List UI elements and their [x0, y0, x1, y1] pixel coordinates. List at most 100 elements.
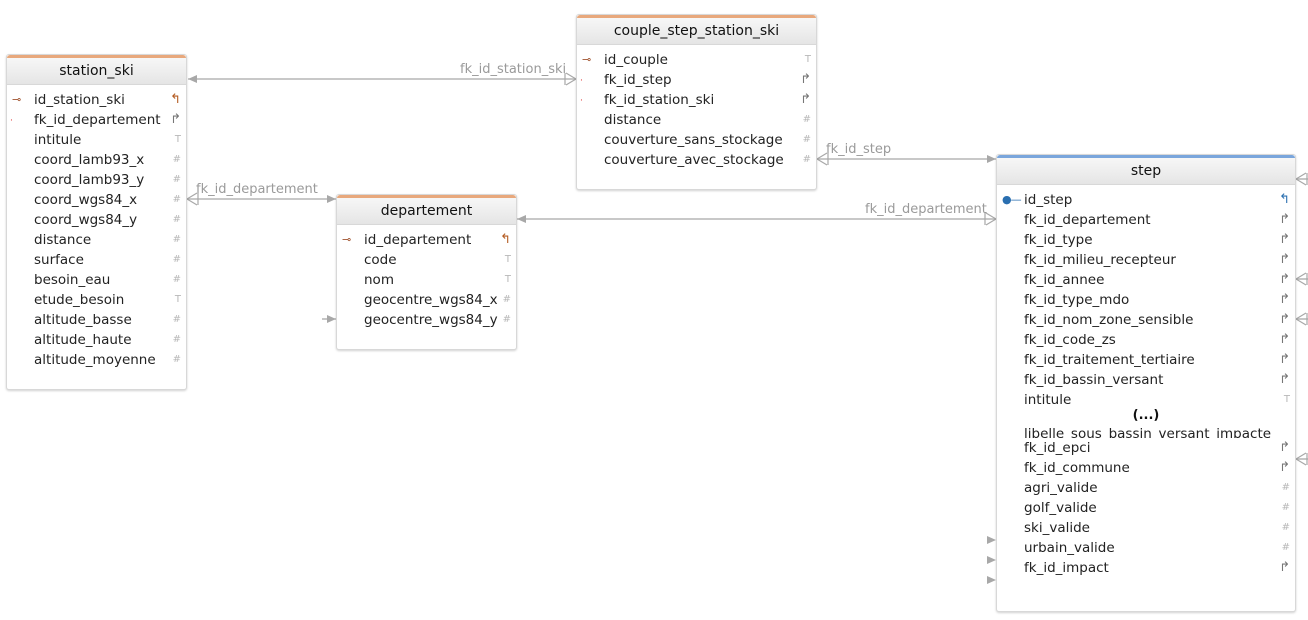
field-row[interactable]: coord_lamb93_x#	[7, 150, 186, 170]
field-list: ⊸id_station_ski↰·fk_id_departement↱intit…	[7, 90, 186, 370]
field-row[interactable]: altitude_moyenne#	[7, 350, 186, 370]
field-row[interactable]: altitude_basse #	[7, 310, 186, 330]
text-type-icon: T	[804, 54, 811, 65]
truncated-fields-indicator[interactable]: (...)	[997, 403, 1295, 433]
foreign-key-arrow-icon: ↱	[1279, 372, 1290, 387]
field-row[interactable]: distance#	[7, 230, 186, 250]
field-name: ski_valide	[1024, 520, 1090, 536]
foreign-key-arrow-icon: ↱	[1279, 560, 1290, 575]
field-row[interactable]: ski_valide #	[997, 518, 1295, 538]
foreign-key-arrow-icon: ↱	[170, 112, 181, 127]
number-type-icon: #	[802, 154, 811, 165]
field-row[interactable]: fk_id_nom_zone_sensible↱	[997, 310, 1295, 330]
field-name: geocentre_wgs84_x	[364, 292, 498, 308]
foreign-key-arrow-icon: ↱	[800, 92, 811, 107]
field-row[interactable]: ·fk_id_station_ski↱	[577, 90, 816, 110]
text-type-icon: T	[1283, 394, 1290, 405]
field-row[interactable]: fk_id_epci↱	[997, 438, 1295, 458]
field-row[interactable]: ⊸id_departement↰	[337, 230, 516, 250]
number-type-icon: #	[1281, 522, 1290, 533]
entity-step[interactable]: step(...)●—id_step↰fk_id_departement↱fk_…	[996, 154, 1296, 612]
field-row[interactable]: distance#	[577, 110, 816, 130]
relation-label[interactable]: fk_id_station_ski	[460, 62, 566, 77]
field-row[interactable]: fk_id_bassin_versant ↱	[997, 370, 1295, 390]
not-null-marker-icon: ·	[580, 76, 583, 86]
relation-crowfoot-icon	[1295, 452, 1308, 466]
field-row[interactable]: couverture_avec_stockage #	[577, 150, 816, 170]
field-name: altitude_basse	[34, 312, 132, 328]
field-name: fk_id_traitement_tertiaire	[1024, 352, 1195, 368]
relation-arrow-icon	[987, 155, 996, 163]
field-row[interactable]: altitude_haute#	[7, 330, 186, 350]
field-row[interactable]: fk_id_type↱	[997, 230, 1295, 250]
number-type-icon: #	[172, 354, 181, 365]
entity-title[interactable]: station_ski	[7, 58, 186, 85]
field-row[interactable]: fk_id_commune↱	[997, 458, 1295, 478]
field-name: fk_id_bassin_versant	[1024, 372, 1164, 388]
field-row[interactable]: intitule T	[997, 390, 1295, 410]
field-row[interactable]: ·fk_id_departement↱	[7, 110, 186, 130]
field-row[interactable]: urbain_valide#	[997, 538, 1295, 558]
entity-title[interactable]: step	[997, 158, 1295, 185]
field-name: etude_besoin	[34, 292, 125, 308]
number-type-icon: #	[172, 194, 181, 205]
relation-label[interactable]: fk_id_departement	[196, 182, 318, 197]
relation-arrow-icon	[327, 195, 336, 203]
field-name: intitule	[1024, 392, 1072, 408]
field-row[interactable]: coord_wgs84_x#	[7, 190, 186, 210]
field-row[interactable]: golf_valide#	[997, 498, 1295, 518]
field-row[interactable]: ●—id_step↰	[997, 190, 1295, 210]
field-row[interactable]: fk_id_departement↱	[997, 210, 1295, 230]
number-type-icon: #	[172, 254, 181, 265]
foreign-key-arrow-icon: ↱	[1279, 312, 1290, 327]
field-row[interactable]: fk_id_code_zs↱	[997, 330, 1295, 350]
number-type-icon: #	[1281, 542, 1290, 553]
field-name: fk_id_milieu_recepteur	[1024, 252, 1176, 268]
field-row[interactable]: coord_lamb93_y#	[7, 170, 186, 190]
number-type-icon: #	[172, 314, 181, 325]
entity-title[interactable]: departement	[337, 198, 516, 225]
field-name: couverture_avec_stockage	[604, 152, 784, 168]
relation-crowfoot-icon	[1295, 172, 1308, 186]
field-row[interactable]: geocentre_wgs84_x #	[337, 290, 516, 310]
field-list: ●—id_step↰fk_id_departement↱fk_id_type↱f…	[997, 190, 1295, 578]
field-row[interactable]: agri_valide#	[997, 478, 1295, 498]
field-row[interactable]: fk_id_annee↱	[997, 270, 1295, 290]
number-type-icon: #	[172, 274, 181, 285]
field-row[interactable]: geocentre_wgs84_y#	[337, 310, 516, 330]
field-row[interactable]: ·fk_id_step↱	[577, 70, 816, 90]
not-null-marker-icon: ·	[580, 96, 583, 106]
number-type-icon: #	[502, 294, 511, 305]
relation-label[interactable]: fk_id_step	[826, 142, 891, 157]
field-row[interactable]: fk_id_type_mdo↱	[997, 290, 1295, 310]
field-row[interactable]: ⊸id_station_ski↰	[7, 90, 186, 110]
field-name: id_step	[1024, 192, 1073, 208]
field-row[interactable]: coord_wgs84_y#	[7, 210, 186, 230]
field-name: distance	[604, 112, 662, 128]
entity-station-ski[interactable]: station_ski ⊸id_station_ski↰·fk_id_depart…	[6, 54, 187, 390]
field-row[interactable]: fk_id_milieu_recepteur↱	[997, 250, 1295, 270]
field-row[interactable]: fk_id_traitement_tertiaire↱	[997, 350, 1295, 370]
primary-key-icon: ●—	[1002, 193, 1022, 206]
field-row[interactable]: fk_id_impact↱	[997, 558, 1295, 578]
field-name: coord_lamb93_x	[34, 152, 145, 168]
field-name: nom	[364, 272, 394, 288]
field-row[interactable]: couverture_sans_stockage#	[577, 130, 816, 150]
field-name: fk_id_departement	[1024, 212, 1151, 228]
relation-label[interactable]: fk_id_departement	[865, 202, 987, 217]
foreign-key-arrow-icon: ↱	[1279, 292, 1290, 307]
primary-key-icon: ⊸	[12, 93, 21, 106]
entity-title[interactable]: couple_step_station_ski	[577, 18, 816, 45]
relation-arrow-icon	[517, 215, 526, 223]
field-row[interactable]: besoin_eau#	[7, 270, 186, 290]
field-row[interactable]: surface#	[7, 250, 186, 270]
relation-crowfoot-icon	[816, 152, 829, 166]
